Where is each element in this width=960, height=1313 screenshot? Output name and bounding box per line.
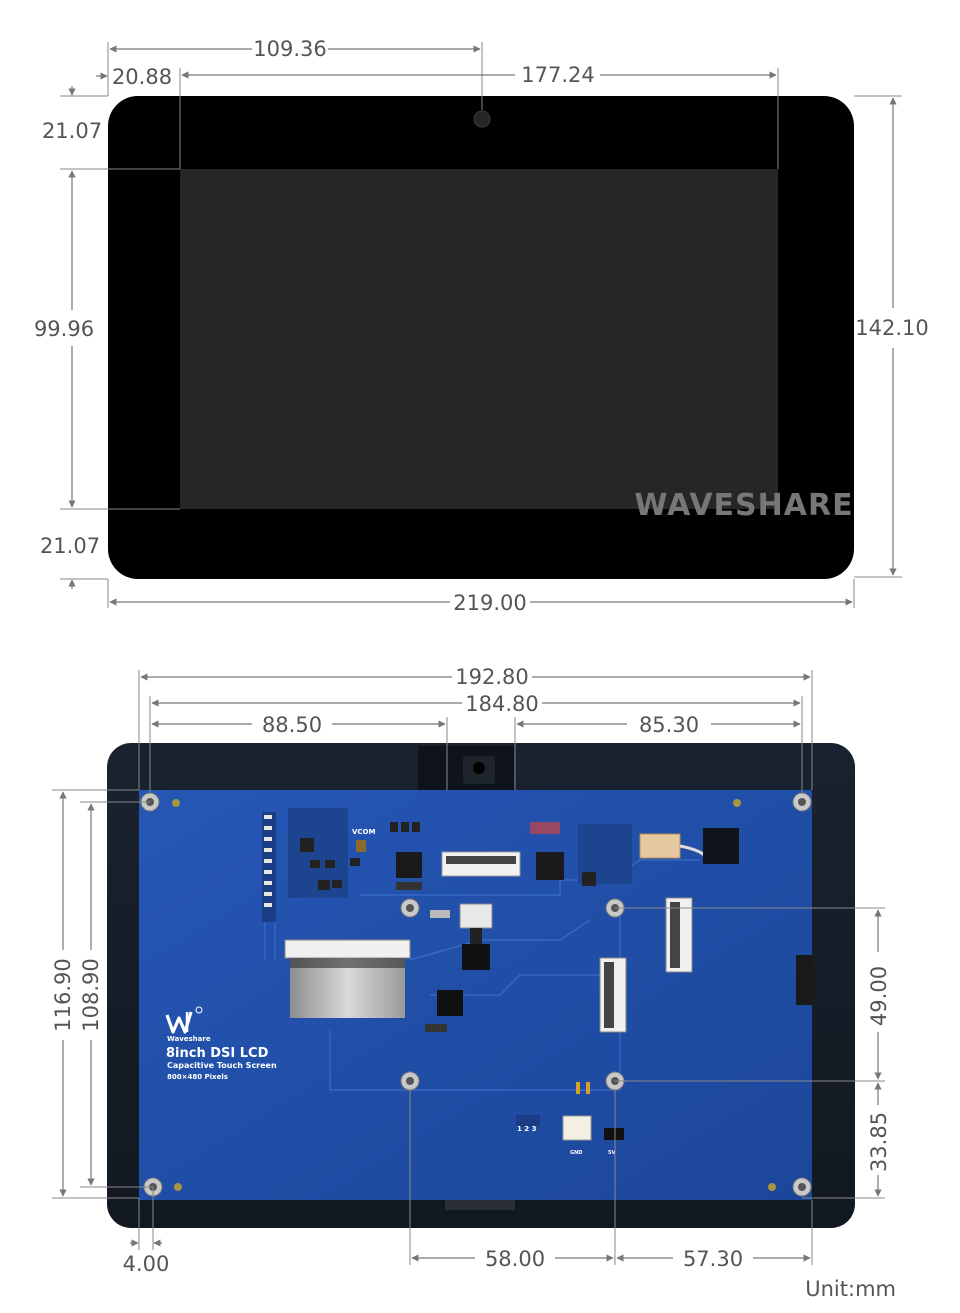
watermark: WAVESHARE [634, 488, 853, 523]
dim-total-width: 219.00 [453, 591, 526, 615]
dim-top-border: 21.07 [42, 119, 102, 143]
brand-label: Waveshare [167, 1035, 211, 1043]
chip-small-3 [412, 822, 420, 832]
fpc-connector-top-slot [446, 856, 516, 864]
dim-display-offset: 20.88 [112, 65, 172, 89]
dim-center-to-right: 85.30 [639, 713, 699, 737]
lcd-connector [284, 939, 411, 959]
chip-small-2 [401, 822, 409, 832]
fpc-connector-right-1-slot [604, 962, 614, 1028]
dim-edge-offset: 4.00 [123, 1252, 170, 1276]
vcom-pot [356, 840, 366, 852]
touch-connector [459, 903, 493, 929]
waveshare-logo-icon [165, 1006, 203, 1034]
right-cluster-chip [582, 872, 596, 886]
vcom-label: VCOM [352, 828, 376, 836]
dim-inner-hole-spacing: 58.00 [485, 1247, 545, 1271]
dim-inner-to-edge: 57.30 [683, 1247, 743, 1271]
ic-left [396, 852, 422, 878]
dim-display-width: 177.24 [521, 63, 594, 87]
back-view: VCOM [51, 665, 891, 1276]
via-top-left [172, 799, 180, 807]
cutout [703, 828, 739, 864]
dim-left-to-center: 88.50 [262, 713, 322, 737]
ic-right [536, 852, 564, 880]
resistor-array [530, 822, 560, 834]
hole-inner-bottom-left-center [406, 1077, 414, 1085]
front-camera [473, 110, 491, 128]
chip-small-1 [390, 822, 398, 832]
dim-inner-hole-height: 49.00 [867, 966, 891, 1026]
via-bottom-left [174, 1183, 182, 1191]
mounting-holes [140, 792, 812, 1197]
hole-inner-top-left-center [406, 904, 414, 912]
side-cable [796, 955, 814, 1005]
hole-top-right-center [798, 798, 806, 806]
via-bottom-right [768, 1183, 776, 1191]
dim-display-height: 99.96 [34, 317, 94, 341]
board-label: Waveshare 8inch DSI LCD Capacitive Touch… [165, 1006, 277, 1081]
lcd-ribbon-stripe [290, 958, 405, 968]
fpc-connector-right-2-slot [670, 902, 680, 968]
power-connector [562, 1115, 592, 1141]
resolution-label: 800×480 Pixels [167, 1073, 228, 1081]
dim-hole-span-height: 108.90 [79, 958, 103, 1031]
dim-lower-hole-offset: 33.85 [867, 1112, 891, 1172]
battery-connector [639, 833, 681, 859]
pcb-components: VCOM [262, 808, 814, 1156]
touch-ic [462, 944, 490, 970]
via-top-right [733, 799, 741, 807]
bottom-tab [445, 1198, 515, 1210]
pin-label: 1 2 3 [517, 1125, 537, 1133]
unit-label: Unit:mm [805, 1277, 896, 1301]
display-area [180, 169, 778, 509]
dim-camera-offset: 109.36 [253, 37, 326, 61]
bridge-ic [437, 990, 463, 1016]
gnd-label: GND [570, 1150, 582, 1156]
dim-board-height: 116.90 [51, 958, 75, 1031]
ic-left-pads [396, 882, 422, 890]
hole-bottom-right-center [798, 1183, 806, 1191]
power-header [604, 1128, 624, 1140]
dim-hole-span-width: 184.80 [465, 692, 538, 716]
jumper-block [516, 1115, 540, 1127]
pin-1 [576, 1082, 580, 1094]
dim-board-width: 192.80 [455, 665, 528, 689]
front-view: WAVESHARE 109.36 20.88 177.24 21.07 99.9… [34, 37, 929, 615]
crystal [430, 910, 450, 918]
back-camera-lens [473, 762, 485, 774]
pin-2 [586, 1082, 590, 1094]
bridge-ic-passives [425, 1024, 447, 1032]
dim-total-height: 142.10 [855, 316, 928, 340]
inductor [300, 838, 314, 852]
dim-bottom-border: 21.07 [40, 534, 100, 558]
product-label: 8inch DSI LCD [166, 1046, 269, 1061]
5v-label: 5V [608, 1150, 615, 1156]
subtitle-label: Capacitive Touch Screen [167, 1061, 277, 1070]
